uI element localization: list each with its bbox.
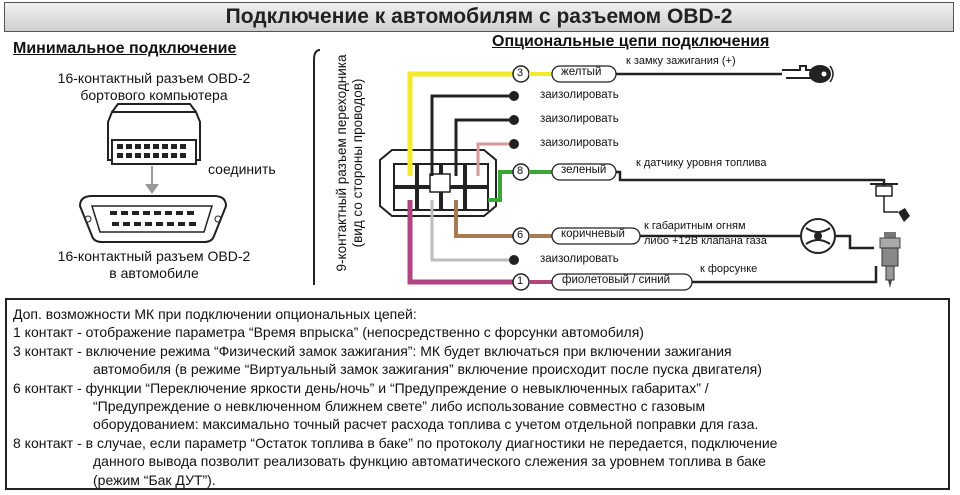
info-line: Доп. возможности МК при подключении опци… — [13, 306, 417, 322]
wire-brown — [454, 200, 516, 238]
bottom-connector-label-1: 16-контактный разъем OBD-2 — [57, 248, 251, 264]
info-line: 3 контакт - включение режима “Физический… — [13, 342, 732, 359]
injector-icon — [879, 232, 901, 288]
gas-valve-note: либо +12В клапана газа — [644, 235, 767, 247]
fuel-sensor-icon — [870, 183, 910, 222]
wire-yellow — [407, 71, 516, 176]
isolate-label-1: заизолировать — [540, 89, 619, 101]
injector-note: к форсунке — [700, 263, 758, 275]
wire-isolate-2 — [454, 115, 519, 176]
info-line: автомобиля (в режиме “Виртуальный замок … — [93, 361, 762, 378]
info-line: 1 контакт - отображение параметра “Время… — [13, 324, 644, 341]
lamp-icon — [800, 218, 836, 254]
page-title: Подключение к автомобилям с разъемом OBD… — [225, 5, 733, 28]
minimal-heading: Минимальное подключение — [13, 40, 237, 57]
info-line: 6 контакт - функции “Переключение яркост… — [13, 379, 709, 396]
wire-isolate-1 — [430, 91, 519, 176]
wiring-diagram — [78, 49, 910, 291]
green-label: зеленый — [561, 164, 607, 176]
pin-6-label: 6 — [517, 229, 524, 241]
info-line: (режим “Бак ДУТ”). — [93, 471, 216, 488]
connect-label: соединить — [208, 161, 276, 177]
obd-socket-bottom — [78, 195, 228, 243]
separator-line — [313, 49, 321, 285]
brown-label: коричневый — [561, 228, 625, 240]
arrow-down-icon — [145, 166, 159, 194]
top-connector-label-1: 16-контактный разъем OBD-2 — [57, 70, 251, 86]
wire-purple — [407, 200, 516, 285]
wire-isolate-3 — [476, 139, 519, 176]
info-line: оборудованием: максимально точный расчет… — [93, 416, 759, 433]
optional-heading: Опциональные цепи подключения — [492, 33, 770, 50]
pin-8-label: 8 — [517, 165, 524, 177]
info-line: данного вывода позволит реализовать функ… — [93, 453, 766, 470]
isolate-label-3: заизолировать — [540, 137, 619, 149]
info-box: Доп. возможности МК при подключении опци… — [5, 298, 950, 490]
obd-plug-top — [107, 103, 201, 165]
key-icon — [782, 65, 834, 83]
title-bar: Подключение к автомобилям с разъемом OBD… — [4, 2, 954, 32]
isolate-label-2: заизолировать — [540, 113, 619, 125]
top-connector-label-2: бортового компьютера — [80, 87, 228, 103]
pin-1-label: 1 — [517, 275, 524, 287]
yellow-label: желтый — [561, 66, 602, 78]
bottom-connector-label-2: в автомобиле — [109, 265, 199, 281]
wire-isolate-4 — [430, 200, 519, 265]
fuel-sensor-note: к датчику уровня топлива — [636, 157, 767, 169]
info-line: 8 контакт - в случае, если параметр “Ост… — [13, 434, 778, 451]
purple-label: фиолетовый / синий — [562, 274, 671, 286]
parking-lights-note: к габаритным огням — [644, 220, 746, 232]
isolate-label-4: заизолировать — [540, 253, 619, 265]
ignition-note: к замку зажигания (+) — [626, 55, 736, 67]
pin-3-label: 3 — [517, 67, 524, 79]
pin-markers — [512, 65, 530, 291]
wire-green — [488, 170, 516, 202]
info-line: “Предупреждение о невключенном ближнем с… — [93, 398, 706, 415]
